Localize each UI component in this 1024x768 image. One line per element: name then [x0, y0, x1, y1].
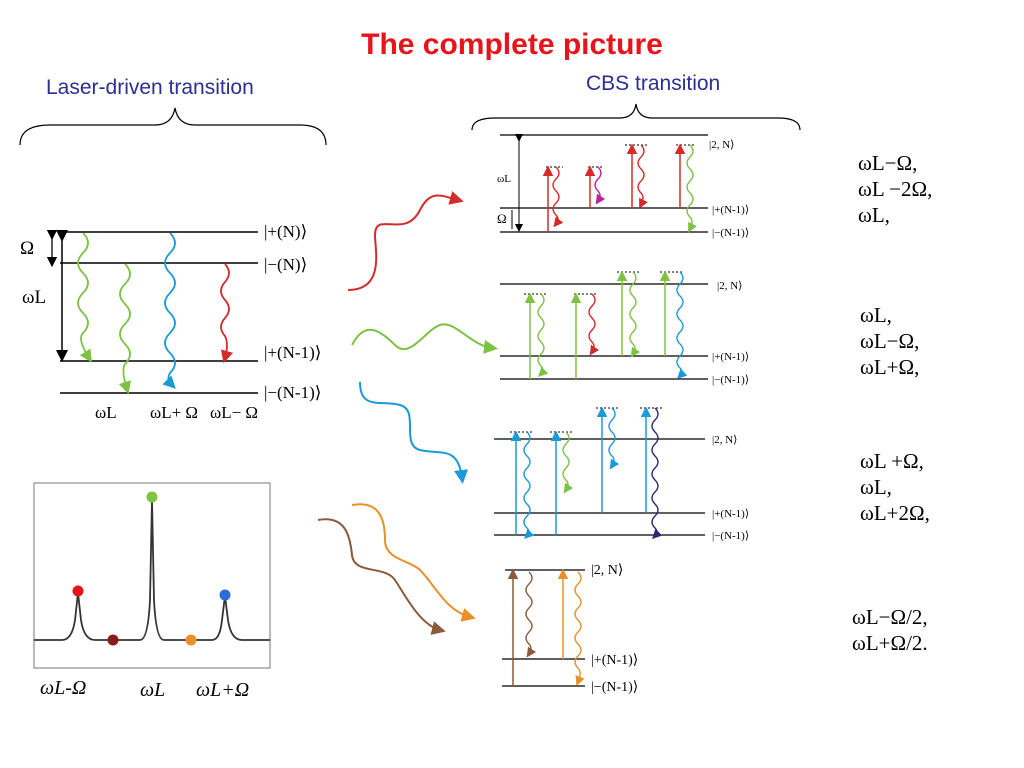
- freq-item: ωL−Ω/2,: [852, 605, 928, 629]
- spectrum-label-1: ωL-Ω: [40, 677, 86, 699]
- freq-group-4: ωL−Ω/2, ωL+Ω/2.: [852, 604, 928, 656]
- connector-green: [351, 323, 498, 354]
- cbs-heading: CBS transition: [586, 72, 721, 95]
- p3-level-minus: |−(N-1)⟩: [712, 530, 749, 542]
- p4-level-plus: |+(N-1)⟩: [591, 653, 638, 668]
- transition-label-2: ωL+ Ω: [150, 403, 198, 422]
- freq-item: ωL +Ω,: [860, 449, 924, 473]
- peak-blue: [219, 589, 231, 601]
- peak-orange: [185, 634, 197, 646]
- cbs-brace: [471, 103, 801, 131]
- laser-level-diagram: [46, 229, 258, 395]
- p1-level-minus: |−(N-1)⟩: [712, 227, 749, 239]
- level-plus-N: |+(N)⟩: [264, 222, 307, 241]
- cbs-panel-4: [502, 568, 585, 687]
- p2-level-minus: |−(N-1)⟩: [712, 374, 749, 386]
- freq-item: ωL,: [860, 475, 892, 499]
- p3-level-plus: |+(N-1)⟩: [712, 508, 749, 520]
- connector-orange: [351, 503, 476, 622]
- p3-level-2N: |2, N⟩: [712, 434, 737, 446]
- peak-darkred: [107, 634, 119, 646]
- red-wave: [220, 263, 234, 364]
- connector-blue: [359, 381, 468, 484]
- omega-label: Ω: [20, 238, 34, 259]
- level-minus-N: |−(N)⟩: [264, 255, 307, 274]
- p4-level-minus: |−(N-1)⟩: [591, 680, 638, 695]
- laser-brace: [19, 107, 327, 146]
- spectrum-label-3: ωL+Ω: [196, 679, 249, 701]
- transition-label-1: ωL: [95, 403, 117, 422]
- laser-driven-heading: Laser-driven transition: [46, 76, 254, 99]
- p4-level-2N: |2, N⟩: [591, 563, 623, 578]
- peak-green: [146, 491, 158, 503]
- p2-level-2N: |2, N⟩: [717, 280, 742, 292]
- green-wave-1: [77, 232, 92, 363]
- peak-red: [72, 585, 84, 597]
- connector-red: [347, 191, 464, 291]
- p1-level-plus: |+(N-1)⟩: [712, 204, 749, 216]
- cbs-panel-2: [500, 270, 708, 380]
- cbs-panel-3: [494, 406, 705, 539]
- freq-item: ωL+2Ω,: [860, 501, 930, 525]
- spectrum-plot: [33, 482, 271, 669]
- freq-item: ωL,: [860, 303, 892, 327]
- freq-item: ωL−Ω,: [860, 329, 920, 353]
- freq-group-1: ωL−Ω, ωL −2Ω, ωL,: [858, 150, 932, 228]
- page-title: The complete picture: [361, 28, 663, 61]
- connector-brown: [317, 518, 446, 635]
- freq-group-3: ωL +Ω, ωL, ωL+2Ω,: [860, 448, 930, 526]
- freq-item: ωL,: [858, 203, 890, 227]
- transition-label-3: ωL− Ω: [210, 403, 258, 422]
- freq-item: ωL−Ω,: [858, 151, 918, 175]
- cbs-panel-1: [500, 134, 708, 233]
- omega-l-label: ωL: [22, 287, 46, 308]
- freq-item: ωL −2Ω,: [858, 177, 933, 201]
- green-wave-2: [118, 263, 131, 395]
- p1-omega: Ω: [497, 211, 507, 226]
- p1-level-2N: |2, N⟩: [709, 139, 734, 151]
- spectrum-label-2: ωL: [140, 679, 165, 701]
- level-plus-N1: |+(N-1)⟩: [264, 343, 321, 362]
- blue-wave: [162, 232, 176, 389]
- freq-item: ωL+Ω,: [860, 355, 920, 379]
- level-minus-N1: |−(N-1)⟩: [264, 383, 321, 402]
- freq-item: ωL+Ω/2.: [852, 631, 928, 655]
- freq-group-2: ωL, ωL−Ω, ωL+Ω,: [860, 302, 919, 380]
- p1-omega-l: ωL: [497, 173, 511, 185]
- p2-level-plus: |+(N-1)⟩: [712, 351, 749, 363]
